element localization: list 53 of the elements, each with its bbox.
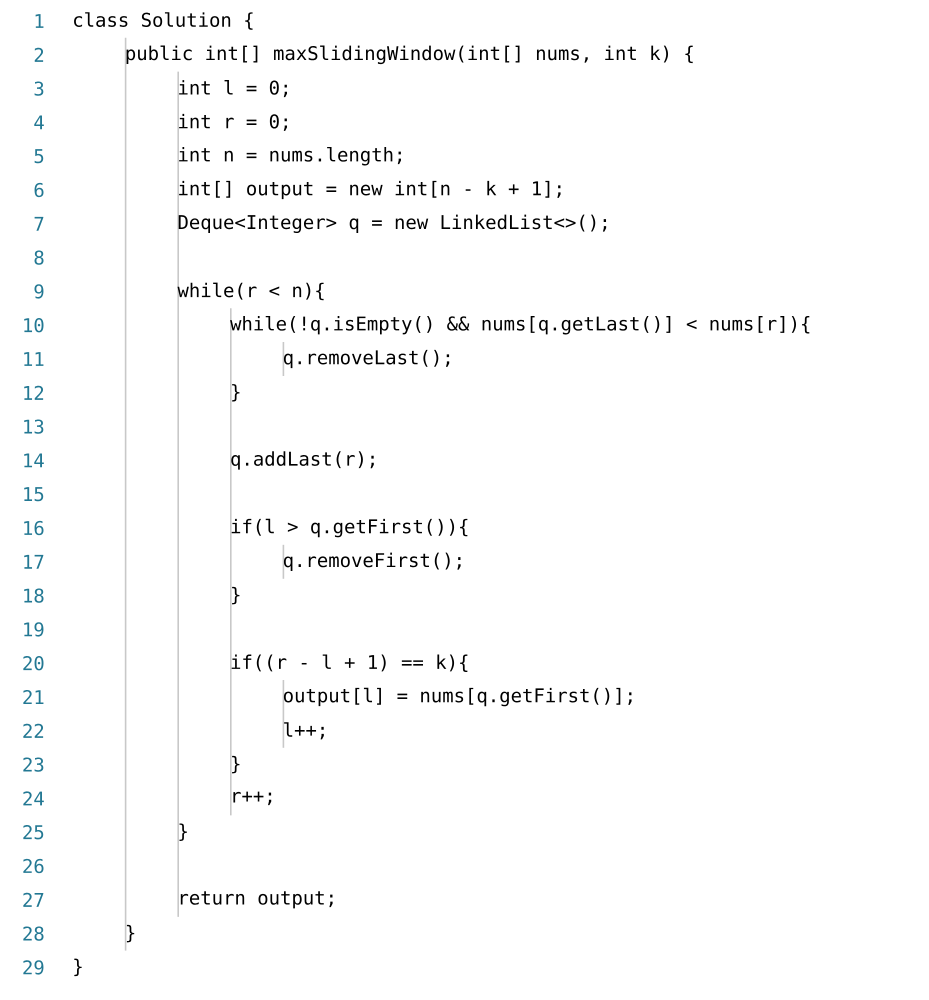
line-number: 5 xyxy=(34,149,44,164)
line-number: 3 xyxy=(34,81,44,96)
code-line: public int[] maxSlidingWindow(int[] nums, int k) { xyxy=(126,46,693,64)
line-number: 24 xyxy=(23,791,44,806)
code-line: if((r - l + 1) == k){ xyxy=(232,654,468,672)
line-number: 17 xyxy=(24,554,44,569)
line-number: 4 xyxy=(34,116,44,130)
line-number: 27 xyxy=(23,892,44,907)
code-line: return output; xyxy=(180,891,333,908)
line-number: 2 xyxy=(34,48,44,62)
code-line: int r = 0; xyxy=(179,114,287,131)
code-line: } xyxy=(74,958,82,976)
line-number: 18 xyxy=(24,588,44,603)
code-line: l++; xyxy=(284,722,324,740)
line-number: 26 xyxy=(23,858,44,874)
code-line: int n = nums.length; xyxy=(179,146,401,166)
line-number: 20 xyxy=(23,656,44,670)
line-number: 6 xyxy=(34,182,44,198)
line-number: 8 xyxy=(34,250,44,265)
line-number: 9 xyxy=(34,284,44,299)
line-number: 11 xyxy=(24,352,44,366)
line-number: 29 xyxy=(23,960,44,975)
code-line: output[l] = nums[q.getFirst()]; xyxy=(284,688,632,706)
line-number: 15 xyxy=(24,487,44,502)
line-number: 16 xyxy=(24,520,44,536)
code-line: q.removeFirst(); xyxy=(284,552,461,571)
code-line: } xyxy=(232,384,240,402)
code-line: } xyxy=(232,586,240,604)
code-line: while(r < n){ xyxy=(177,282,324,300)
code-line: class Solution { xyxy=(74,12,253,30)
code-line: while(!q.isEmpty() && nums[q.getLast()] < nums[r]){ xyxy=(230,316,810,334)
code-line: int[] output = new int[n - k + 1]; xyxy=(179,180,561,200)
line-number: 23 xyxy=(23,757,44,772)
line-number: 7 xyxy=(34,216,44,231)
code-line: } xyxy=(180,823,187,841)
line-number: 12 xyxy=(24,386,44,400)
code-line: int l = 0; xyxy=(179,80,287,98)
line-number: 10 xyxy=(24,318,44,332)
code-line: q.addLast(r); xyxy=(231,451,374,470)
line-number: 21 xyxy=(23,690,44,704)
line-number: 1 xyxy=(36,14,44,28)
line-number: 14 xyxy=(24,454,44,468)
code-line: r++; xyxy=(233,792,272,806)
code-line: } xyxy=(126,924,134,942)
line-number: 19 xyxy=(24,622,44,637)
code-line: q.removeLast(); xyxy=(284,350,450,368)
code-line: } xyxy=(232,756,240,774)
line-number: 13 xyxy=(24,419,44,434)
line-number: 28 xyxy=(23,926,44,941)
code-line: Deque<Integer> q = new LinkedList<>(); xyxy=(178,214,606,234)
code-line: if(l > q.getFirst()){ xyxy=(232,518,468,538)
line-number: 25 xyxy=(23,825,44,840)
line-number: 22 xyxy=(23,724,44,738)
